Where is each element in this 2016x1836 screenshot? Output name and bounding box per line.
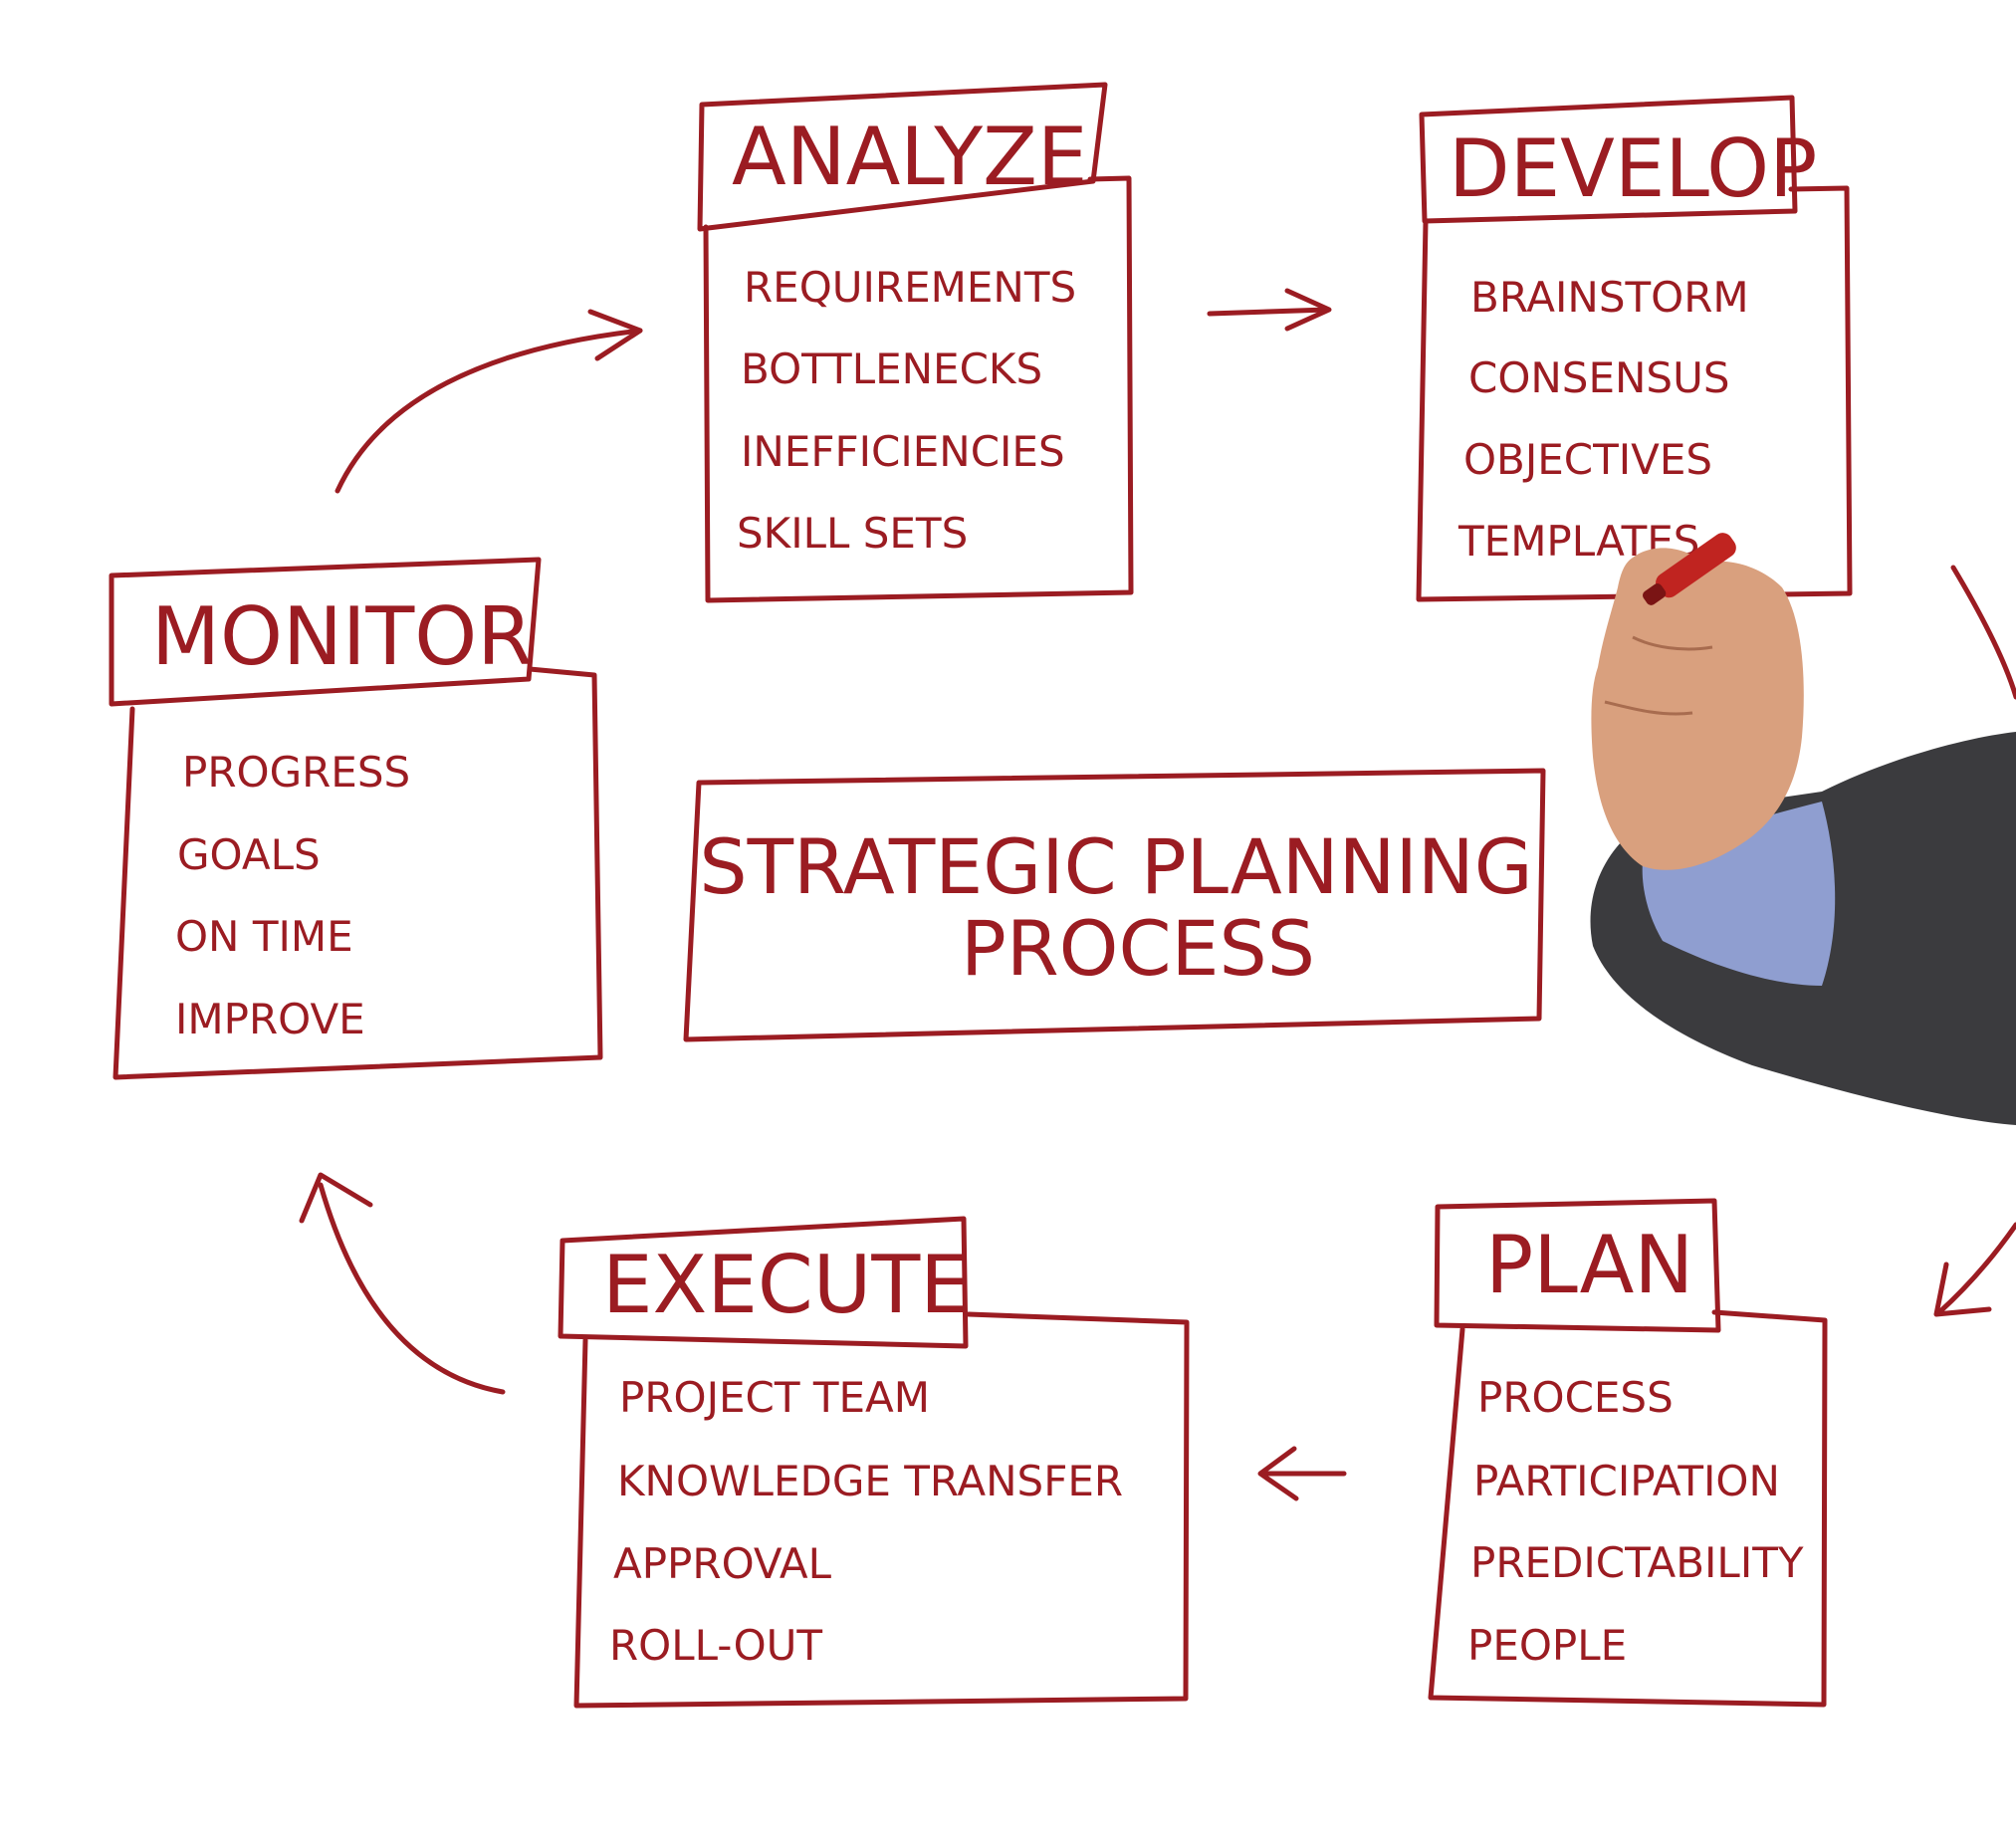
hand — [1591, 548, 1804, 870]
stage-plan: PLAN PROCESS PARTICIPATION PREDICTABILIT… — [1428, 1198, 1828, 1708]
stage-develop: DEVELOP BRAINSTORM CONSENSUS OBJECTIVES … — [1416, 95, 1853, 602]
develop-header-box — [1419, 95, 1798, 224]
title-block: STRATEGIC PLANNING PROCESS — [683, 768, 1546, 1042]
hand-knuckles — [1604, 635, 1713, 716]
monitor-item: PROGRESS — [182, 748, 410, 797]
stage-monitor: MONITOR PROGRESS GOALS ON TIME IMPROVE — [109, 557, 603, 1080]
stage-execute: EXECUTE PROJECT TEAM KNOWLEDGE TRANSFER … — [558, 1216, 1190, 1709]
plan-item: PARTICIPATION — [1473, 1457, 1780, 1505]
analyze-heading: ANALYZE — [732, 111, 1087, 203]
plan-header-box — [1434, 1198, 1721, 1333]
analyze-item: INEFFICIENCIES — [741, 427, 1065, 476]
analyze-item: SKILL SETS — [737, 509, 968, 558]
analyze-header-box — [697, 82, 1108, 232]
execute-heading: EXECUTE — [602, 1239, 971, 1331]
execute-body-box — [573, 1311, 1190, 1709]
analyze-body-box — [703, 175, 1134, 603]
arrow-analyze-to-develop — [1207, 288, 1332, 332]
monitor-item: ON TIME — [175, 912, 353, 961]
develop-item: OBJECTIVES — [1463, 435, 1712, 484]
develop-item: BRAINSTORM — [1470, 273, 1749, 322]
arrow-plan-to-execute — [1257, 1446, 1347, 1501]
execute-item: ROLL-OUT — [609, 1621, 822, 1670]
arrow-monitor-to-analyze — [335, 309, 643, 494]
title-box — [683, 768, 1546, 1042]
analyze-item: REQUIREMENTS — [744, 263, 1076, 312]
monitor-heading: MONITOR — [151, 590, 533, 683]
execute-item: APPROVAL — [613, 1539, 832, 1588]
plan-item: PROCESS — [1477, 1373, 1674, 1422]
red-marker — [1643, 533, 1736, 605]
execute-item: KNOWLEDGE TRANSFER — [617, 1457, 1123, 1505]
develop-body-box — [1416, 185, 1853, 602]
develop-item: CONSENSUS — [1468, 353, 1729, 402]
execute-item: PROJECT TEAM — [619, 1373, 930, 1422]
plan-body-box — [1428, 1309, 1828, 1708]
develop-heading: DEVELOP — [1449, 122, 1817, 215]
execute-header-box — [558, 1216, 969, 1349]
monitor-body-box — [112, 666, 603, 1080]
analyze-item: BOTTLENECKS — [741, 344, 1042, 393]
title-line-1: STRATEGIC PLANNING — [699, 822, 1532, 911]
monitor-item: IMPROVE — [175, 995, 365, 1043]
flow-arrows — [299, 288, 2016, 1501]
arrow-execute-to-monitor — [299, 1172, 506, 1395]
monitor-header-box — [109, 557, 542, 707]
arrow-develop-to-plan — [1933, 565, 2016, 1317]
plan-item: PREDICTABILITY — [1470, 1538, 1804, 1587]
stage-analyze: ANALYZE REQUIREMENTS BOTTLENECKS INEFFIC… — [697, 82, 1134, 603]
plan-heading: PLAN — [1485, 1219, 1693, 1311]
monitor-item: GOALS — [177, 830, 321, 879]
hand-with-marker-image — [1590, 533, 2016, 1125]
title-line-2: PROCESS — [961, 904, 1315, 993]
plan-item: PEOPLE — [1467, 1621, 1627, 1670]
